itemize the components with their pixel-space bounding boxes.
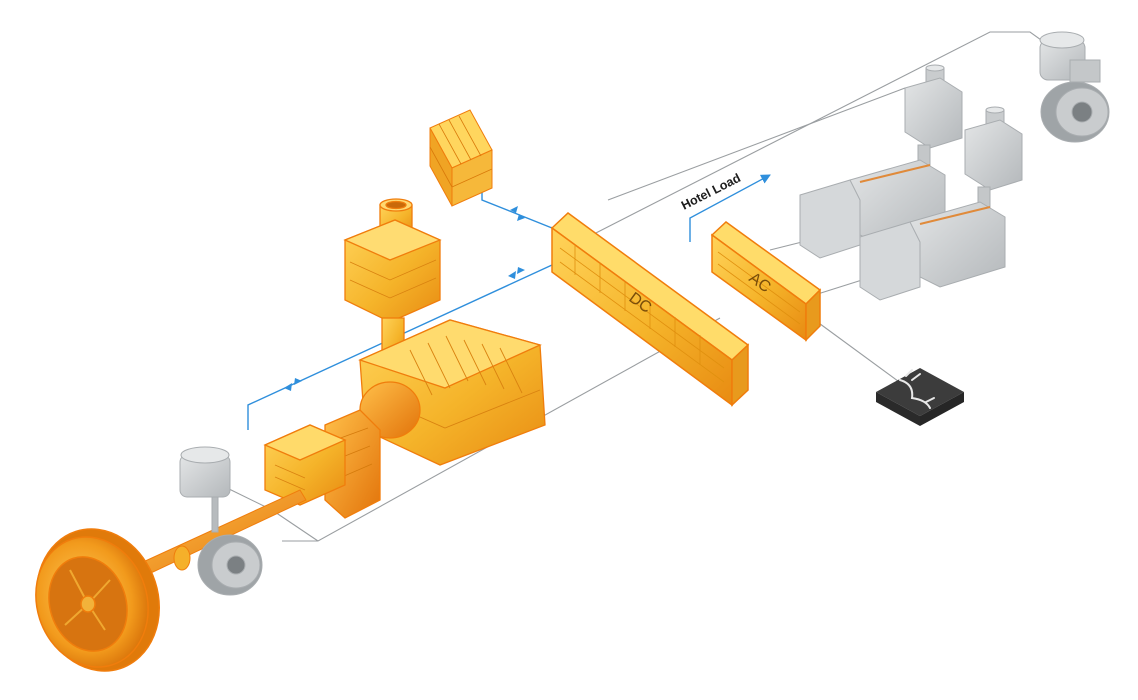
dc-flow-arrow-1 [510, 206, 518, 213]
battery-pack [429, 109, 493, 207]
main-engine [358, 319, 546, 466]
dc-line-genset-to-dc-bus [247, 264, 553, 430]
shore-power-badge [876, 368, 964, 426]
aft-thruster [179, 446, 263, 596]
shore-power-plug-icon [899, 369, 935, 409]
dc-connection-lines [247, 174, 771, 430]
dc-flow-arrow-6 [294, 378, 302, 385]
dc-bus-switchboard: DC [550, 212, 750, 407]
dc-flow-arrows [284, 206, 525, 391]
dc-line-hotel-load [689, 174, 771, 242]
dc-flow-arrow-3 [508, 271, 516, 279]
dc-line-battery-to-dc-bus [481, 190, 553, 229]
auxiliary-thruster [1039, 31, 1110, 143]
ac-line-dc-bus-to-genset [607, 87, 906, 201]
shaft-generator [263, 424, 347, 506]
genset-2 [859, 106, 1023, 301]
main-propeller-nozzle [35, 528, 160, 672]
dc-flow-arrow-5 [284, 383, 292, 391]
ac-bus-switchboard: AC [710, 221, 822, 342]
ac-line-ac-bus-to-shore [811, 317, 903, 385]
dc-flow-arrow-4 [517, 267, 525, 274]
dc-flow-arrow-2 [517, 214, 525, 221]
exhaust-scrubber [343, 198, 442, 369]
